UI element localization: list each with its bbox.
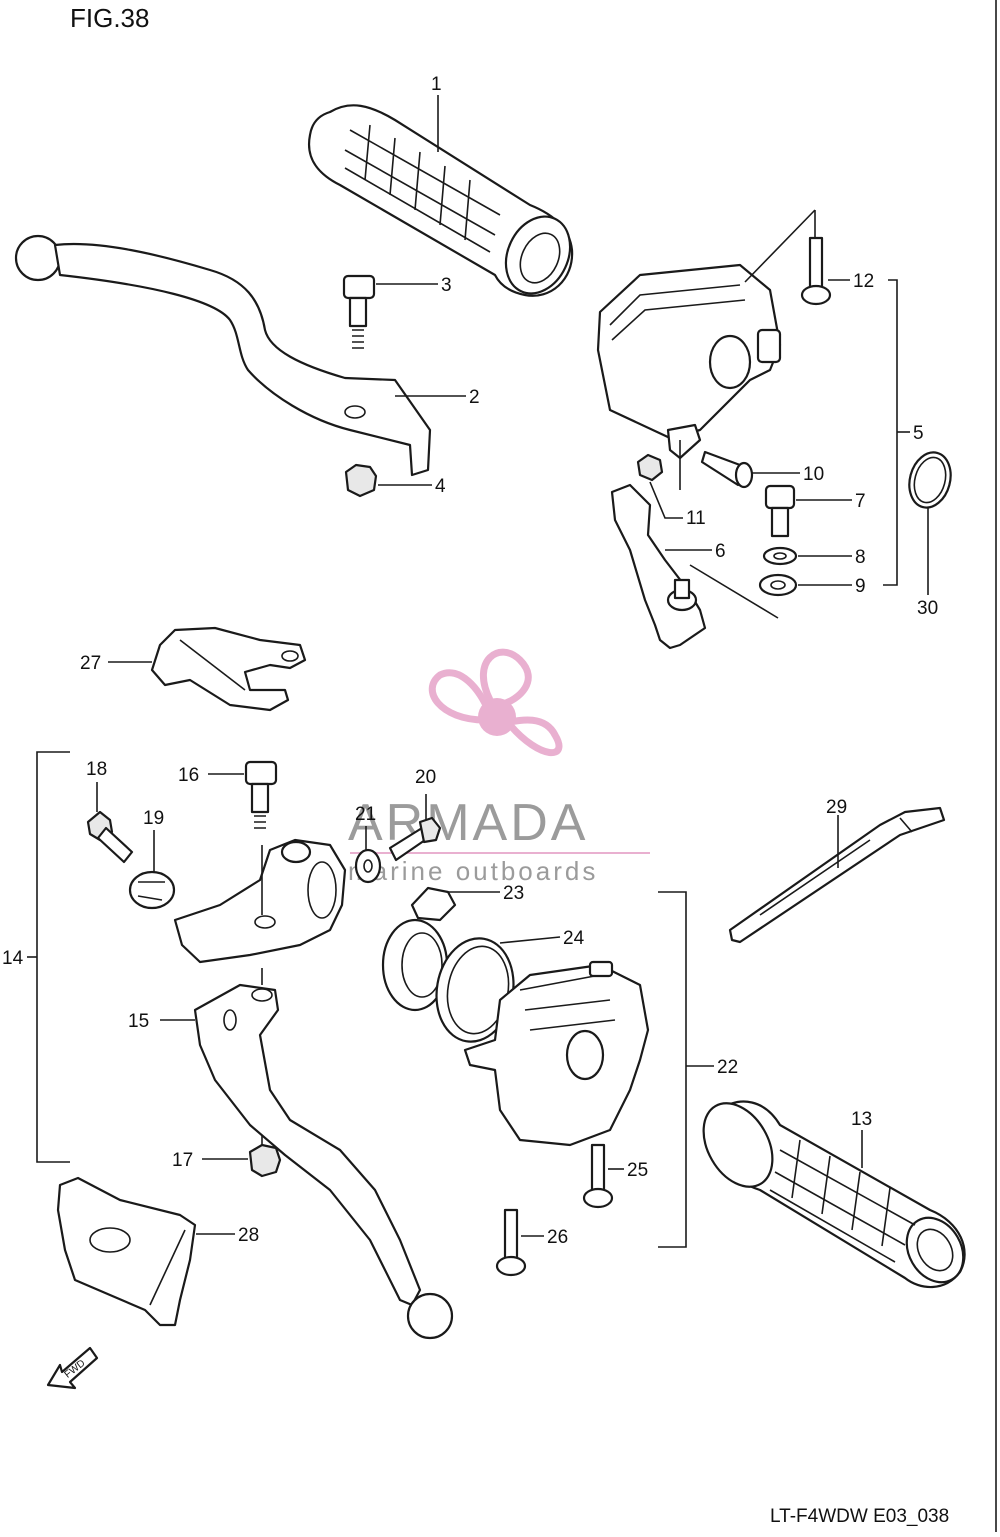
callout-4: 4 — [435, 476, 446, 497]
part-26-screw — [495, 1208, 527, 1277]
callout-15: 15 — [128, 1011, 149, 1032]
part-7-bolt — [764, 484, 796, 538]
master-cylinder — [596, 263, 782, 460]
callout-25: 25 — [627, 1160, 648, 1181]
callout-19: 19 — [143, 808, 164, 829]
callout-28: 28 — [238, 1225, 259, 1246]
figure-code: LT-F4WDW E03_038 — [770, 1506, 949, 1527]
callout-23: 23 — [503, 883, 524, 904]
part-4-nut — [344, 463, 378, 498]
callout-29: 29 — [826, 797, 847, 818]
part-23-clip — [410, 886, 457, 922]
fwd-arrow-icon: FWD — [46, 1346, 99, 1390]
part-18-screw — [86, 810, 134, 864]
switch-ring — [381, 918, 449, 1012]
callout-26: 26 — [547, 1227, 568, 1248]
part-20-bolt — [388, 816, 442, 862]
part-3-bolt — [342, 274, 376, 349]
callout-24: 24 — [563, 928, 585, 949]
part-17-nut — [248, 1143, 282, 1178]
figure-title: FIG.38 — [70, 3, 149, 33]
part-19-cam — [128, 870, 176, 910]
part-10-screw — [700, 450, 754, 489]
callout-9: 9 — [855, 576, 866, 597]
callout-5: 5 — [913, 423, 924, 444]
part-25-screw — [582, 1143, 614, 1209]
part-11-nut — [636, 453, 664, 482]
callout-16: 16 — [178, 765, 199, 786]
part-16-bolt — [244, 760, 278, 829]
callout-10: 10 — [803, 464, 824, 485]
callout-20: 20 — [415, 767, 436, 788]
part-2-lever — [14, 234, 432, 477]
callout-11: 11 — [686, 508, 706, 529]
callout-27: 27 — [80, 653, 101, 674]
part-15-clutch-lever — [193, 983, 454, 1340]
part-30-oring — [908, 451, 952, 509]
part-27-bracket — [150, 626, 307, 712]
callout-18: 18 — [86, 759, 107, 780]
callout-17: 17 — [172, 1150, 193, 1171]
callout-12: 12 — [853, 271, 874, 292]
watermark-tagline: marine outboards — [348, 856, 598, 886]
callout-6: 6 — [715, 541, 726, 562]
callout-13: 13 — [851, 1109, 872, 1130]
part-8-washer — [762, 546, 798, 566]
part-21-washer — [354, 848, 382, 884]
watermark-logo: ARMADA marine outboards — [348, 648, 650, 886]
callout-7: 7 — [855, 491, 866, 512]
callout-14: 14 — [2, 948, 24, 969]
part-1-grip — [307, 104, 574, 297]
callout-3: 3 — [441, 275, 452, 296]
part-28-cover — [56, 1176, 197, 1327]
part-13-grip — [702, 1100, 966, 1289]
callout-2: 2 — [469, 387, 480, 408]
callout-30: 30 — [917, 598, 938, 619]
callout-8: 8 — [855, 547, 866, 568]
callout-1: 1 — [431, 74, 442, 95]
part-6-switch — [610, 483, 707, 650]
callout-21: 21 — [355, 804, 376, 825]
part-22-switch-housing — [463, 960, 650, 1147]
clutch-lever-holder — [173, 838, 347, 964]
callout-22: 22 — [717, 1057, 738, 1078]
part-9-washer — [758, 573, 798, 597]
part-29-strap — [728, 806, 946, 944]
watermark-brand: ARMADA — [348, 794, 588, 852]
part-12-screw — [800, 236, 832, 306]
